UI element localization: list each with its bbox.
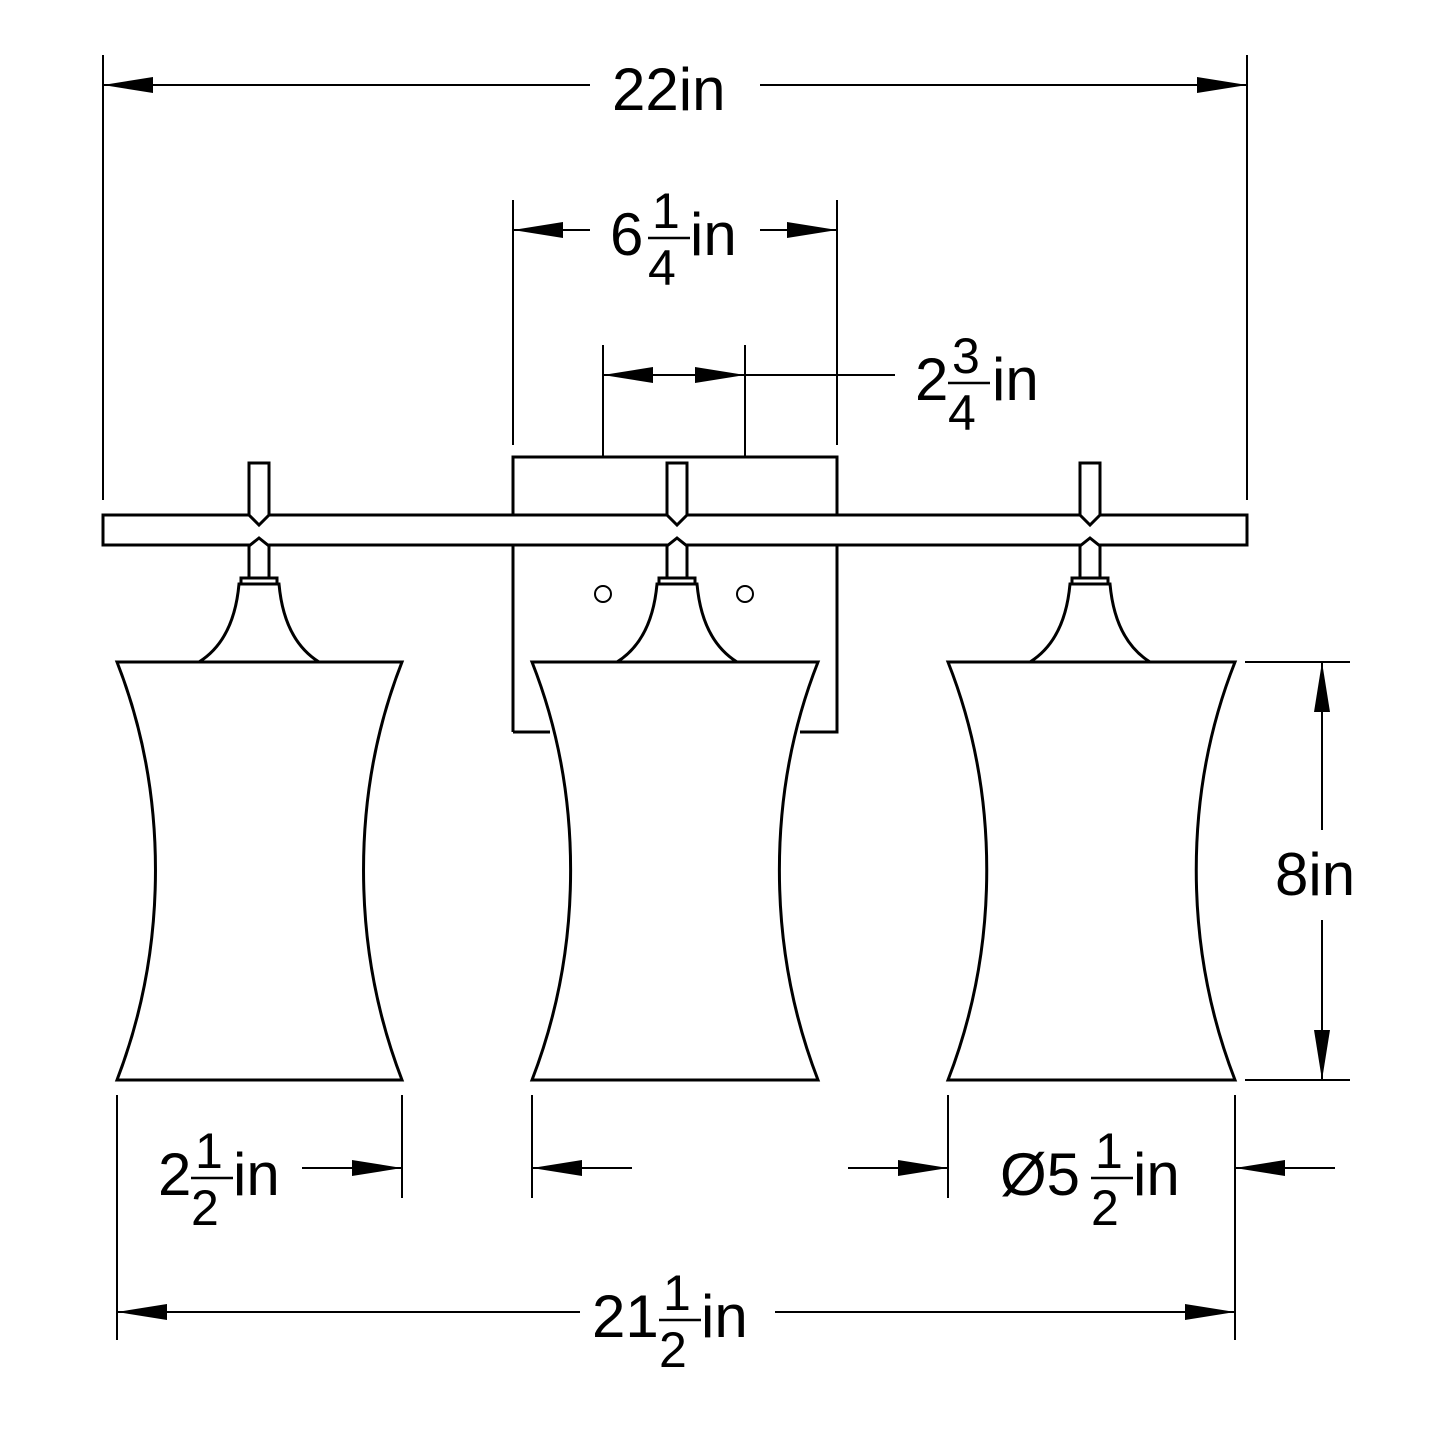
svg-text:2: 2 xyxy=(191,1180,219,1236)
svg-text:Ø5: Ø5 xyxy=(1000,1141,1080,1208)
socket xyxy=(665,536,689,580)
stem-stub xyxy=(247,461,271,528)
lamp-3 xyxy=(945,461,1238,1082)
svg-text:4: 4 xyxy=(948,385,976,441)
lamp-1 xyxy=(114,461,405,1082)
svg-text:in: in xyxy=(992,346,1039,413)
mounting-hole-left xyxy=(594,585,612,603)
svg-text:2: 2 xyxy=(915,346,948,413)
svg-text:in: in xyxy=(233,1141,280,1208)
glass-shade xyxy=(114,660,405,1082)
lamp-2 xyxy=(529,461,821,1082)
overall-width-dimension: 22in xyxy=(102,55,1248,500)
svg-text:1: 1 xyxy=(1095,1123,1123,1179)
shade-height-dimension: 8in xyxy=(1245,661,1355,1081)
shade-top-width-dimension: 2 1 2 in xyxy=(158,1123,632,1236)
stem-stub xyxy=(665,461,689,528)
svg-text:2: 2 xyxy=(1091,1180,1119,1236)
mounting-hole-right xyxy=(736,585,754,603)
backplate-width-dimension: 6 1 4 in xyxy=(512,183,838,445)
svg-text:in: in xyxy=(690,201,737,268)
overall-shade-span-dimension: 21 1 2 in xyxy=(117,1265,1235,1378)
bell-cap xyxy=(1024,582,1156,664)
light-fixture xyxy=(101,455,1249,1082)
socket xyxy=(247,536,271,580)
svg-text:1: 1 xyxy=(663,1265,691,1321)
svg-text:8in: 8in xyxy=(1275,841,1355,908)
glass-shade xyxy=(529,660,821,1082)
svg-text:4: 4 xyxy=(648,240,676,296)
stem-stub xyxy=(1078,461,1102,528)
svg-text:6: 6 xyxy=(610,201,643,268)
svg-text:21: 21 xyxy=(592,1283,659,1350)
socket xyxy=(1078,536,1102,580)
svg-text:1: 1 xyxy=(195,1123,223,1179)
svg-text:22in: 22in xyxy=(612,56,725,123)
bottom-extension-lines xyxy=(116,1095,1236,1340)
svg-text:in: in xyxy=(701,1283,748,1350)
svg-text:in: in xyxy=(1133,1141,1180,1208)
svg-text:2: 2 xyxy=(659,1322,687,1378)
shade-diameter-dimension: Ø5 1 2 in xyxy=(848,1123,1335,1236)
bell-cap xyxy=(193,582,325,664)
svg-text:2: 2 xyxy=(158,1141,191,1208)
svg-text:1: 1 xyxy=(652,183,680,239)
glass-shade xyxy=(945,660,1238,1082)
svg-text:3: 3 xyxy=(952,328,980,384)
